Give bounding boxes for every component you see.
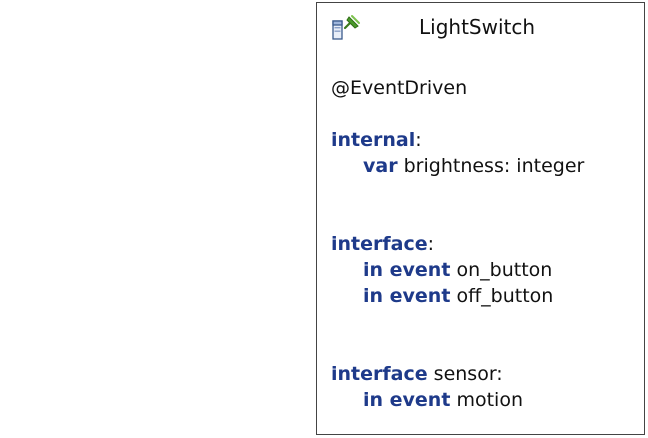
event-declaration-on-button: in event on_button (331, 257, 638, 283)
interface-default-header: interface: (331, 231, 638, 257)
event-name: off_button (456, 285, 554, 307)
statechart-title: LightSwitch (419, 15, 536, 39)
internal-keyword: internal (331, 129, 416, 151)
statechart-definition-box[interactable]: LightSwitch @EventDriven internal: var b… (316, 2, 645, 435)
spacer (331, 309, 638, 361)
annotation-line: @EventDriven (331, 75, 638, 101)
event-declaration-off-button: in event off_button (331, 283, 638, 309)
statechart-header: LightSwitch (317, 3, 644, 51)
event-declaration-motion: in event motion (331, 387, 638, 413)
variable-declaration-text: brightness: integer (403, 155, 585, 177)
internal-section-header: internal: (331, 127, 638, 153)
in-event-keyword: in event (363, 389, 451, 411)
spacer (331, 101, 638, 127)
variable-declaration-brightness: var brightness: integer (331, 153, 638, 179)
in-event-keyword: in event (363, 285, 451, 307)
in-event-keyword: in event (363, 259, 451, 281)
spacer (331, 179, 638, 231)
statechart-icon (332, 15, 360, 40)
interface-keyword: interface (331, 233, 428, 255)
event-name: on_button (456, 259, 553, 281)
var-keyword: var (363, 155, 398, 177)
annotation-text: @EventDriven (331, 77, 468, 99)
internal-colon: : (415, 129, 422, 151)
statechart-specification[interactable]: @EventDriven internal: var brightness: i… (331, 75, 638, 413)
interface-keyword: interface (331, 363, 428, 385)
interface-sensor-header: interface sensor: (331, 361, 638, 387)
interface-colon: : (427, 233, 435, 255)
interface-name: sensor: (427, 363, 503, 385)
event-name: motion (456, 389, 523, 411)
